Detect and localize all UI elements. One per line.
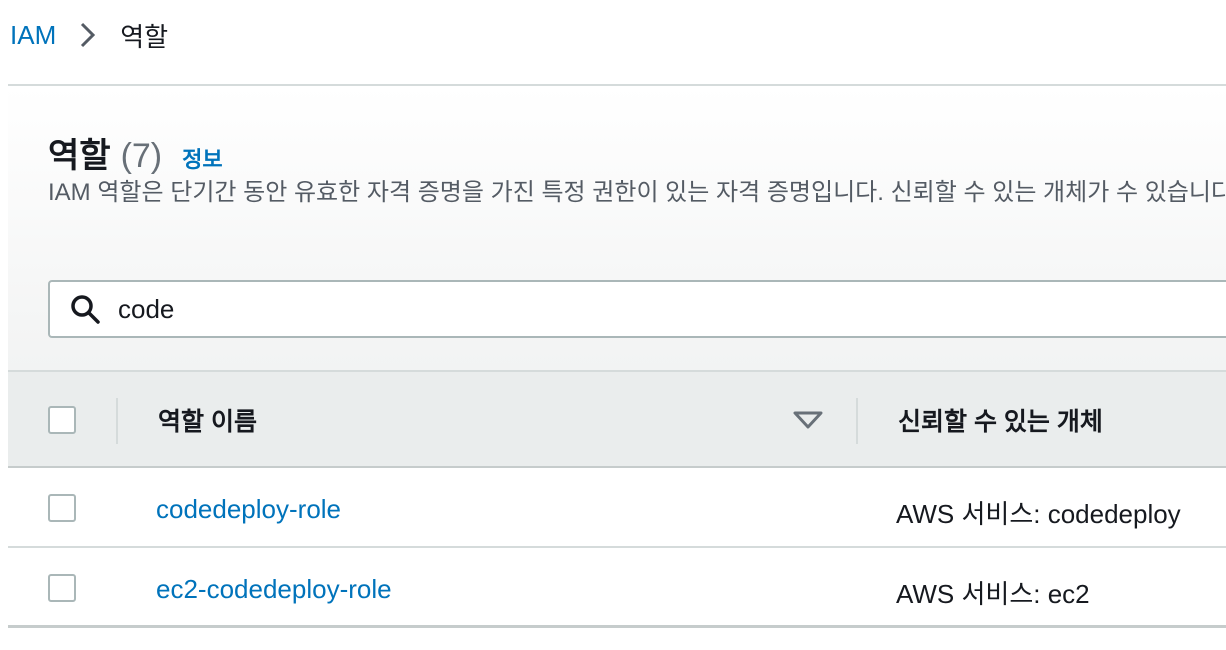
table-row: codedeploy-role AWS 서비스: codedeploy [8,468,1226,548]
role-name-link[interactable]: ec2-codedeploy-role [156,574,392,604]
column-divider [116,398,118,444]
breadcrumb-current: 역할 [120,21,169,52]
roles-panel: 역할 (7) 정보 IAM 역할은 단기간 동안 유효한 자격 증명을 가진 특… [8,84,1226,628]
sort-descending-icon[interactable] [792,408,824,432]
page-description: IAM 역할은 단기간 동안 유효한 자격 증명을 가진 특정 권한이 있는 자… [48,179,1226,206]
title-row: 역할 (7) 정보 [48,128,223,177]
role-name-link[interactable]: codedeploy-role [156,494,342,524]
trusted-entity-text: AWS 서비스: codedeploy [896,499,1181,529]
breadcrumb: IAM 역할 [10,18,168,52]
column-divider[interactable] [856,398,858,444]
breadcrumb-iam-link[interactable]: IAM [10,19,57,50]
column-header-role-name[interactable]: 역할 이름 [158,408,257,436]
table-header: 역할 이름 신뢰할 수 있는 개체 [8,370,1226,468]
search-box[interactable] [48,280,1226,338]
select-all-checkbox[interactable] [48,406,76,434]
page-title: 역할 [48,137,111,175]
table-row: ec2-codedeploy-role AWS 서비스: ec2 [8,548,1226,628]
trusted-entity-text: AWS 서비스: ec2 [896,579,1090,609]
column-header-trusted-entity[interactable]: 신뢰할 수 있는 개체 [898,408,1103,436]
chevron-right-icon [70,18,106,52]
search-icon [68,292,102,326]
info-link[interactable]: 정보 [182,147,223,172]
search-input[interactable] [118,289,1018,329]
row-checkbox[interactable] [48,494,76,522]
row-checkbox[interactable] [48,574,76,602]
panel-header: 역할 (7) 정보 IAM 역할은 단기간 동안 유효한 자격 증명을 가진 특… [8,86,1226,370]
roles-count: (7) [120,137,163,175]
